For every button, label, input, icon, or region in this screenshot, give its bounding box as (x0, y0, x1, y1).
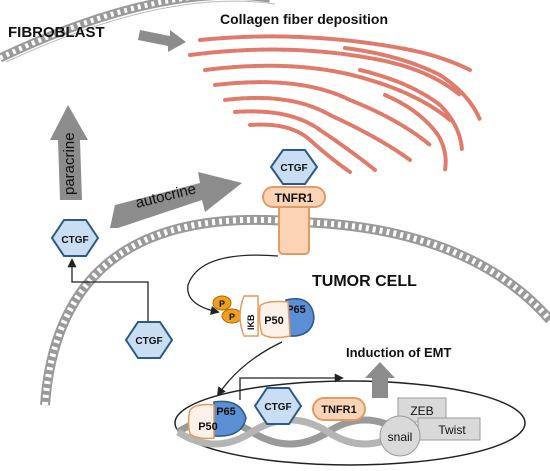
signal-arrow (187, 254, 279, 315)
p65-label: P65 (286, 304, 306, 316)
collagen-label: Collagen fiber deposition (220, 11, 388, 27)
zeb-label: ZEB (410, 404, 433, 418)
fibroblast-membrane (0, 0, 276, 63)
tumor-cell-membrane (40, 214, 550, 406)
emt-label: Induction of EMT (346, 345, 451, 360)
ctgf-left-label: CTGF (61, 235, 88, 246)
twist-label: Twist (438, 423, 466, 437)
tnfr1-receptor: TNFR1 (262, 186, 326, 255)
paracrine-label: paracrine (61, 132, 78, 195)
nuclear-p50-label: P50 (198, 421, 218, 433)
phospho-label-2: P (219, 299, 225, 309)
paracrine-arrow: paracrine (50, 105, 88, 200)
fibroblast-label: FIBROBLAST (8, 24, 105, 41)
emt-up-arrow (365, 362, 395, 398)
p50-label: P50 (264, 315, 284, 327)
gene-ctgf: CTGF (253, 387, 303, 425)
nuclear-p65-label: P65 (216, 406, 236, 418)
ctgf-secretion-arrow (67, 258, 149, 335)
translocation-arrow (216, 341, 283, 397)
ikb-label: IKB (246, 314, 256, 330)
gene-tnfr1-label: TNFR1 (321, 404, 356, 416)
collagen-fibers (188, 34, 482, 174)
phospho-label-1: P (229, 312, 235, 322)
ctgf-intracellular: CTGF (124, 321, 174, 359)
ctgf-ligand-label: CTGF (280, 163, 307, 174)
ctgf-intracellular-label: CTGF (135, 336, 162, 347)
gene-tnfr1: TNFR1 (312, 397, 366, 421)
transcription-arrow (239, 373, 344, 400)
emt-factors: ZEB Twist snail (379, 397, 481, 457)
ctgf-ligand: CTGF (269, 149, 319, 185)
nuclear-nfkb: P65 P50 (187, 400, 247, 440)
gene-ctgf-label: CTGF (264, 402, 291, 413)
tnfr1-label: TNFR1 (275, 191, 314, 205)
ctgf-left: CTGF (50, 219, 100, 257)
collagen-release-arrow (138, 30, 186, 52)
tumor-cell-label: TUMOR CELL (312, 273, 417, 290)
snail-label: snail (388, 430, 413, 444)
nfkb-complex: P P IKB P65 P50 (212, 295, 315, 339)
